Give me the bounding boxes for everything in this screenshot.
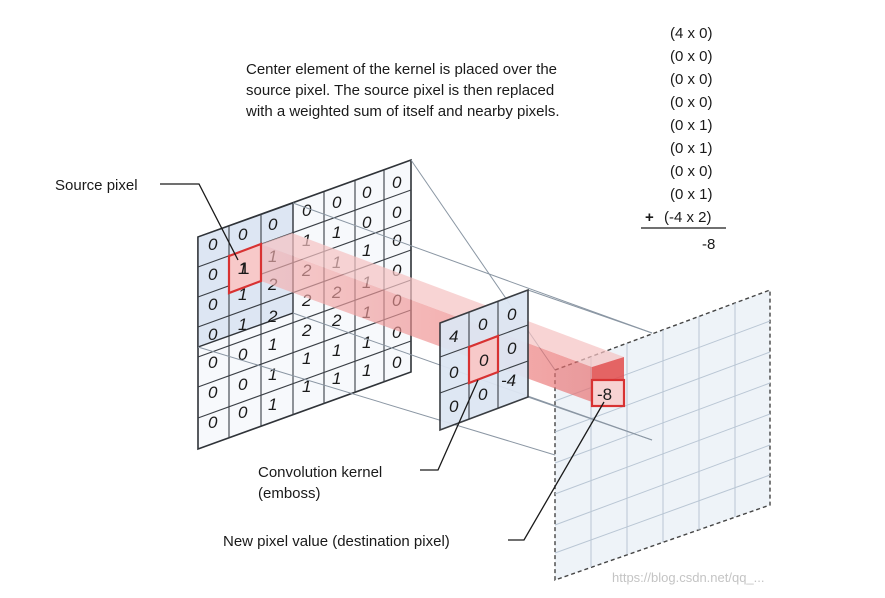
destination-pixel: -8 [590,378,626,408]
svg-text:1: 1 [268,395,277,414]
destination-pixel-value: -8 [597,385,612,404]
svg-text:1: 1 [238,285,247,304]
callout-lines [160,183,605,541]
svg-text:0: 0 [478,315,488,334]
svg-text:1: 1 [332,369,341,388]
svg-text:0: 0 [208,383,218,402]
svg-text:0: 0 [478,385,488,404]
weighted-sum-calculation: (4 x 0) (0 x 0) (0 x 0) (0 x 0) (0 x 1) … [641,25,726,253]
svg-text:(-4 x 2): (-4 x 2) [664,209,712,226]
svg-text:0: 0 [238,345,248,364]
svg-text:(4 x 0): (4 x 0) [670,25,713,42]
svg-text:0: 0 [208,353,218,372]
svg-text:0: 0 [392,261,402,280]
svg-text:1: 1 [268,365,277,384]
svg-text:0: 0 [392,353,402,372]
svg-text:1: 1 [240,259,249,278]
svg-text:0: 0 [362,213,372,232]
svg-text:1: 1 [362,361,371,380]
watermark: https://blog.csdn.net/qq_... [612,570,765,585]
svg-text:0: 0 [507,305,517,324]
svg-text:0: 0 [208,235,218,254]
svg-text:(0 x 0): (0 x 0) [670,94,713,111]
svg-text:(0 x 1): (0 x 1) [670,117,713,134]
svg-text:Center element of the kernel i: Center element of the kernel is placed o… [246,61,557,78]
svg-text:2: 2 [301,291,312,310]
svg-text:1: 1 [238,315,247,334]
svg-text:0: 0 [392,323,402,342]
caption: Center element of the kernel is placed o… [245,61,560,120]
svg-text:1: 1 [362,241,371,260]
convolution-kernel: 400 000 00-4 [439,288,529,432]
source-pixel-label: Source pixel [55,177,138,194]
svg-text:0: 0 [449,363,459,382]
svg-text:source pixel. The source pixel: source pixel. The source pixel is then r… [246,82,554,99]
source-pixel-highlight: 1 1 [227,242,263,295]
svg-text:2: 2 [301,321,312,340]
svg-text:0: 0 [332,193,342,212]
svg-text:(0 x 1): (0 x 1) [670,140,713,157]
svg-text:0: 0 [208,265,218,284]
svg-text:0: 0 [208,413,218,432]
svg-text:0: 0 [238,403,248,422]
destination-image-grid [554,288,771,581]
svg-text:0: 0 [208,325,218,344]
svg-text:(0 x 0): (0 x 0) [670,48,713,65]
svg-text:0: 0 [479,351,489,370]
svg-text:1: 1 [268,335,277,354]
svg-text:1: 1 [238,259,247,278]
plus-sign: + [645,209,654,226]
svg-text:4: 4 [449,327,458,346]
svg-text:0: 0 [268,215,278,234]
svg-text:-4: -4 [501,371,516,390]
svg-text:2: 2 [267,307,278,326]
svg-text:1: 1 [332,341,341,360]
svg-text:0: 0 [362,183,372,202]
svg-text:(0 x 1): (0 x 1) [670,186,713,203]
svg-text:0: 0 [392,203,402,222]
svg-text:2: 2 [331,311,342,330]
sum-result: -8 [702,236,715,253]
svg-text:with a weighted sum of itself: with a weighted sum of itself and nearby… [245,103,560,120]
svg-text:0: 0 [238,375,248,394]
svg-text:(0 x 0): (0 x 0) [670,71,713,88]
svg-text:(0 x 0): (0 x 0) [670,163,713,180]
svg-text:1: 1 [302,349,311,368]
kernel-label: Convolution kernel [258,464,382,481]
svg-text:1: 1 [302,377,311,396]
svg-text:0: 0 [302,201,312,220]
destination-label: New pixel value (destination pixel) [223,533,450,550]
svg-text:0: 0 [238,225,248,244]
svg-text:1: 1 [362,333,371,352]
svg-text:0: 0 [208,295,218,314]
kernel-sublabel: (emboss) [258,485,321,502]
svg-text:0: 0 [449,397,459,416]
svg-text:0: 0 [507,339,517,358]
svg-text:0: 0 [392,173,402,192]
svg-text:1: 1 [332,223,341,242]
